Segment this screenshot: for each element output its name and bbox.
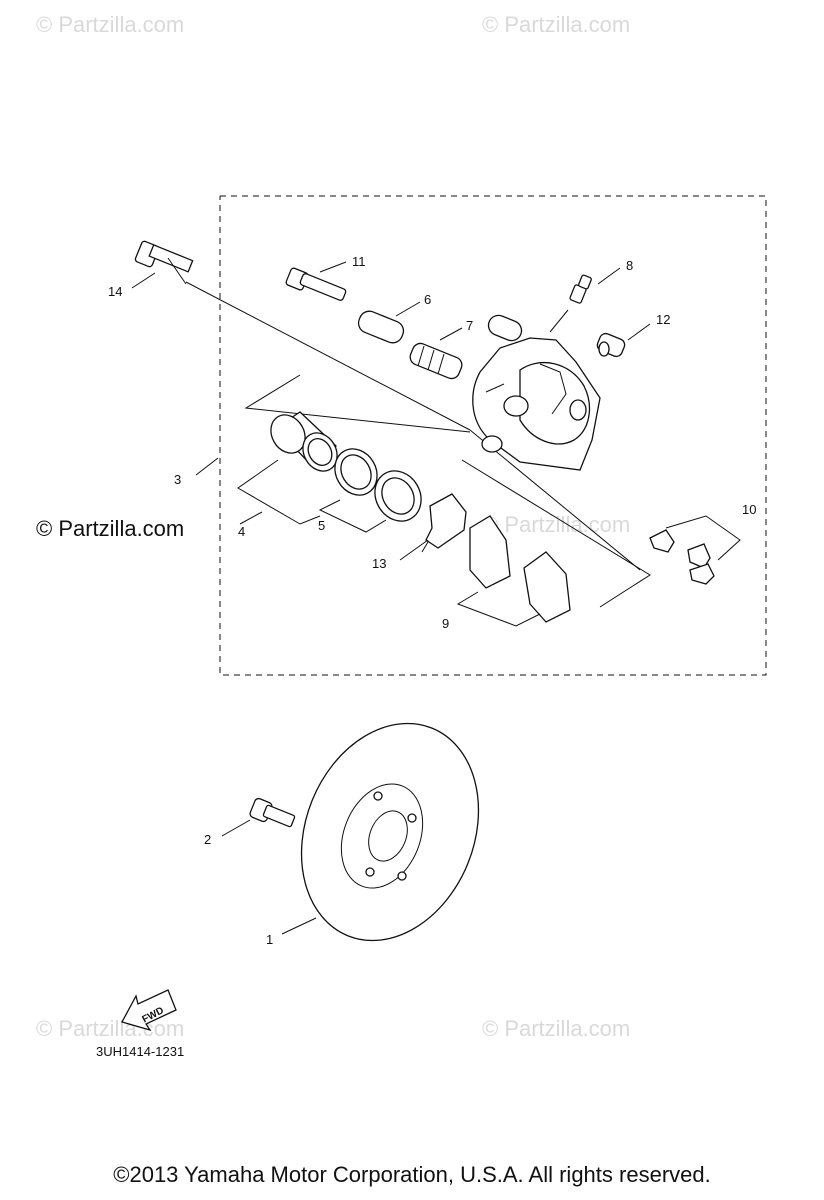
alignment-line	[469, 429, 641, 571]
caliper-body	[472, 314, 601, 471]
callout-10: 10	[742, 502, 756, 517]
sleeve-6	[357, 310, 405, 344]
leader-11	[319, 261, 347, 273]
callout-13: 13	[372, 556, 386, 571]
bracket-4	[237, 459, 321, 525]
watermark-top-right: © Partzilla.com	[482, 12, 630, 37]
bracket-5	[318, 499, 387, 533]
piston-4	[270, 411, 338, 472]
callout-12: 12	[656, 312, 670, 327]
callout-4: 4	[238, 524, 245, 539]
bracket-line-lower	[461, 459, 651, 608]
watermark-bottom-left: © Partzilla.com	[36, 1016, 184, 1041]
bracket-line-upper	[244, 374, 471, 433]
leader-1	[281, 917, 317, 935]
bleed-screw-8	[569, 274, 592, 304]
disc-bolt-2	[249, 797, 296, 828]
leader-13	[399, 539, 429, 561]
brake-disc-1	[300, 722, 480, 942]
leader-4	[239, 511, 263, 525]
diagram-code: 3UH1414-1231	[96, 1044, 184, 1059]
callout-3: 3	[174, 472, 181, 487]
dust-seal-5	[374, 470, 422, 522]
leader-2	[221, 819, 251, 837]
watermark-middle-left: © Partzilla.com	[36, 516, 184, 541]
leader-8	[597, 267, 621, 285]
piston-seal-5	[334, 448, 378, 496]
pin-bolt-11	[285, 267, 347, 301]
watermark-middle-center: © Partzilla.com	[482, 512, 630, 537]
callout-11: 11	[352, 254, 366, 269]
callout-1: 1	[266, 932, 273, 947]
leader-6	[395, 301, 421, 317]
boot-7	[409, 342, 463, 380]
bracket-9	[456, 591, 541, 627]
copyright-notice: ©2013 Yamaha Motor Corporation, U.S.A. A…	[113, 1162, 711, 1187]
watermark-bottom-right: © Partzilla.com	[482, 1016, 630, 1041]
bleed-screw-guide	[549, 309, 569, 333]
caliper-bolt-14	[134, 240, 194, 285]
leader-14	[131, 272, 156, 289]
leader-12	[627, 323, 651, 341]
callout-8: 8	[626, 258, 633, 273]
leader-7	[439, 327, 463, 341]
bolt-alignment-line	[185, 281, 471, 431]
bleed-cap-12	[596, 332, 626, 358]
callout-7: 7	[466, 318, 473, 333]
leader-3	[195, 457, 219, 476]
fwd-arrow-icon	[121, 989, 177, 1032]
pad-spring-13	[421, 493, 467, 553]
callout-2: 2	[204, 832, 211, 847]
pad-clip-10	[649, 529, 715, 585]
callout-6: 6	[424, 292, 431, 307]
caliper-assembly-box	[219, 195, 767, 676]
brake-pad-inner-9	[469, 515, 511, 589]
callout-5: 5	[318, 518, 325, 533]
watermark-top-left: © Partzilla.com	[36, 12, 184, 37]
brake-pad-outer-9	[523, 551, 571, 623]
bracket-10	[665, 515, 741, 561]
callout-9: 9	[442, 616, 449, 631]
callout-14: 14	[108, 284, 122, 299]
